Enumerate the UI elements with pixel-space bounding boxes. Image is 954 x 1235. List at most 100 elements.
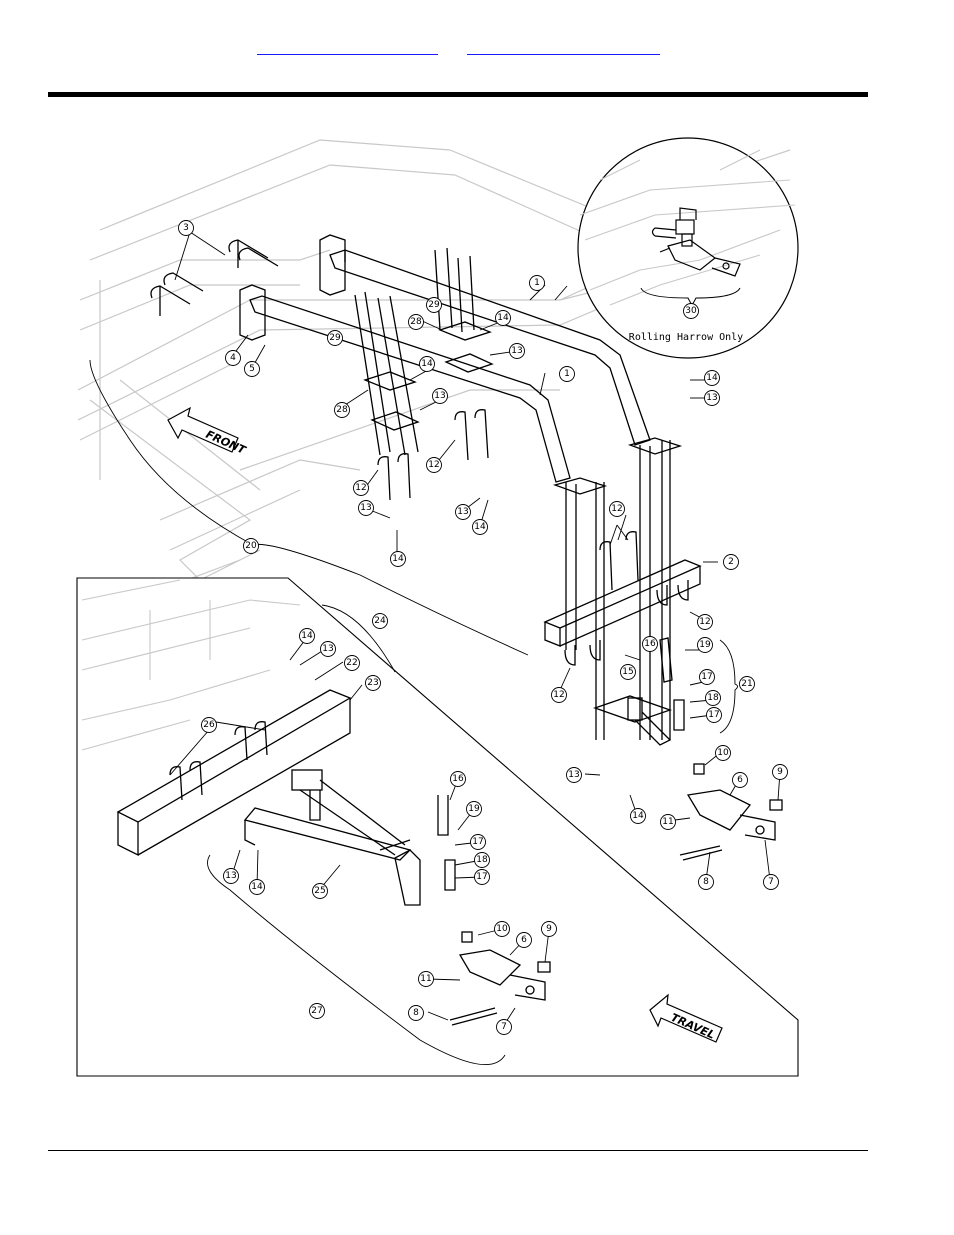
header-link-1[interactable] xyxy=(257,46,438,55)
callout-10: 10 xyxy=(494,921,510,937)
callout-label: 1 xyxy=(564,369,570,379)
callout-label: 14 xyxy=(251,882,263,892)
callout-circle xyxy=(630,808,646,824)
callout-17: 17 xyxy=(474,869,490,885)
callout-circle xyxy=(472,519,488,535)
callout-14: 14 xyxy=(299,628,315,644)
callout-circle xyxy=(327,330,343,346)
callout-17: 17 xyxy=(470,834,486,850)
callout-label: 18 xyxy=(707,693,719,703)
callout-16: 16 xyxy=(642,636,658,652)
callout-circle xyxy=(372,613,388,629)
callout-label: 13 xyxy=(322,644,333,654)
callout-circle xyxy=(706,707,722,723)
callout-label: 12 xyxy=(355,483,366,493)
callout-circle xyxy=(699,669,715,685)
callout-circle xyxy=(620,664,636,680)
callout-circle xyxy=(559,366,575,382)
callout-label: 1 xyxy=(534,278,540,288)
callout-label: 27 xyxy=(311,1006,322,1016)
callout-circle xyxy=(732,772,748,788)
callout-label: 19 xyxy=(468,804,480,814)
callout-label: 13 xyxy=(568,770,579,780)
rolling-harrow-inset: Rolling Harrow Only xyxy=(577,137,799,359)
callout-20: 20 xyxy=(243,538,259,554)
callout-19: 19 xyxy=(466,801,482,817)
callout-27: 27 xyxy=(309,1003,325,1019)
callout-14: 14 xyxy=(630,808,646,824)
callout-14: 14 xyxy=(495,310,511,326)
footer-rule xyxy=(48,1150,868,1151)
callout-circle xyxy=(299,628,315,644)
callout-13: 13 xyxy=(320,641,336,657)
callout-label: 16 xyxy=(644,639,656,649)
callout-label: 10 xyxy=(496,924,508,934)
callout-circle xyxy=(704,390,720,406)
callout-circle xyxy=(763,874,779,890)
callout-14: 14 xyxy=(704,370,720,386)
callout-circle xyxy=(704,370,720,386)
header-link-2[interactable] xyxy=(467,46,660,55)
callout-circle xyxy=(309,1003,325,1019)
callout-23: 23 xyxy=(365,675,381,691)
callout-13: 13 xyxy=(432,388,448,404)
callout-circle xyxy=(432,388,448,404)
callout-19: 19 xyxy=(697,637,713,653)
callout-label: 14 xyxy=(421,359,433,369)
callout-7: 7 xyxy=(496,1019,512,1035)
callout-14: 14 xyxy=(419,356,435,372)
callout-29: 29 xyxy=(426,297,442,313)
callout-label: 28 xyxy=(410,317,422,327)
callout-1: 1 xyxy=(559,366,575,382)
callout-15: 15 xyxy=(620,664,636,680)
callout-8: 8 xyxy=(698,874,714,890)
callout-circle xyxy=(466,801,482,817)
callout-13: 13 xyxy=(509,343,525,359)
callout-6: 6 xyxy=(516,932,532,948)
callout-14: 14 xyxy=(472,519,488,535)
callout-label: 20 xyxy=(245,541,257,551)
callout-label: 17 xyxy=(476,872,487,882)
callout-circle xyxy=(495,310,511,326)
hitch-assembly xyxy=(150,234,783,861)
callout-circle xyxy=(474,869,490,885)
callout-label: 14 xyxy=(474,522,486,532)
callout-11: 11 xyxy=(660,814,676,830)
callout-circle xyxy=(496,1019,512,1035)
callout-30: 30 xyxy=(683,303,699,319)
callout-13: 13 xyxy=(455,504,471,520)
callout-circle xyxy=(249,879,265,895)
callout-label: 13 xyxy=(434,391,445,401)
callout-label: 24 xyxy=(374,616,386,626)
callout-label: 22 xyxy=(346,658,357,668)
callout-circle xyxy=(509,343,525,359)
callout-circle xyxy=(353,480,369,496)
callout-circle xyxy=(344,655,360,671)
callout-label: 13 xyxy=(706,393,717,403)
callout-label: 8 xyxy=(413,1008,419,1018)
callout-label: 26 xyxy=(203,720,215,730)
callout-label: 8 xyxy=(703,877,709,887)
callout-circle xyxy=(715,745,731,761)
callout-13: 13 xyxy=(566,767,582,783)
callout-12: 12 xyxy=(426,457,442,473)
callout-24: 24 xyxy=(372,613,388,629)
callout-28: 28 xyxy=(408,314,424,330)
callout-12: 12 xyxy=(697,614,713,630)
callout-label: 4 xyxy=(230,353,236,363)
callout-label: 29 xyxy=(428,300,440,310)
callout-label: 13 xyxy=(225,871,236,881)
callout-4: 4 xyxy=(225,350,241,366)
callout-circle xyxy=(178,220,194,236)
callout-label: 29 xyxy=(329,333,341,343)
callout-circle xyxy=(516,932,532,948)
callout-17: 17 xyxy=(699,669,715,685)
callout-14: 14 xyxy=(390,551,406,567)
callout-label: 23 xyxy=(367,678,378,688)
callout-circle xyxy=(697,637,713,653)
callout-circle xyxy=(705,690,721,706)
callout-label: 11 xyxy=(420,974,431,984)
callout-21: 21 xyxy=(739,676,755,692)
callout-circle xyxy=(365,675,381,691)
callout-9: 9 xyxy=(772,764,788,780)
